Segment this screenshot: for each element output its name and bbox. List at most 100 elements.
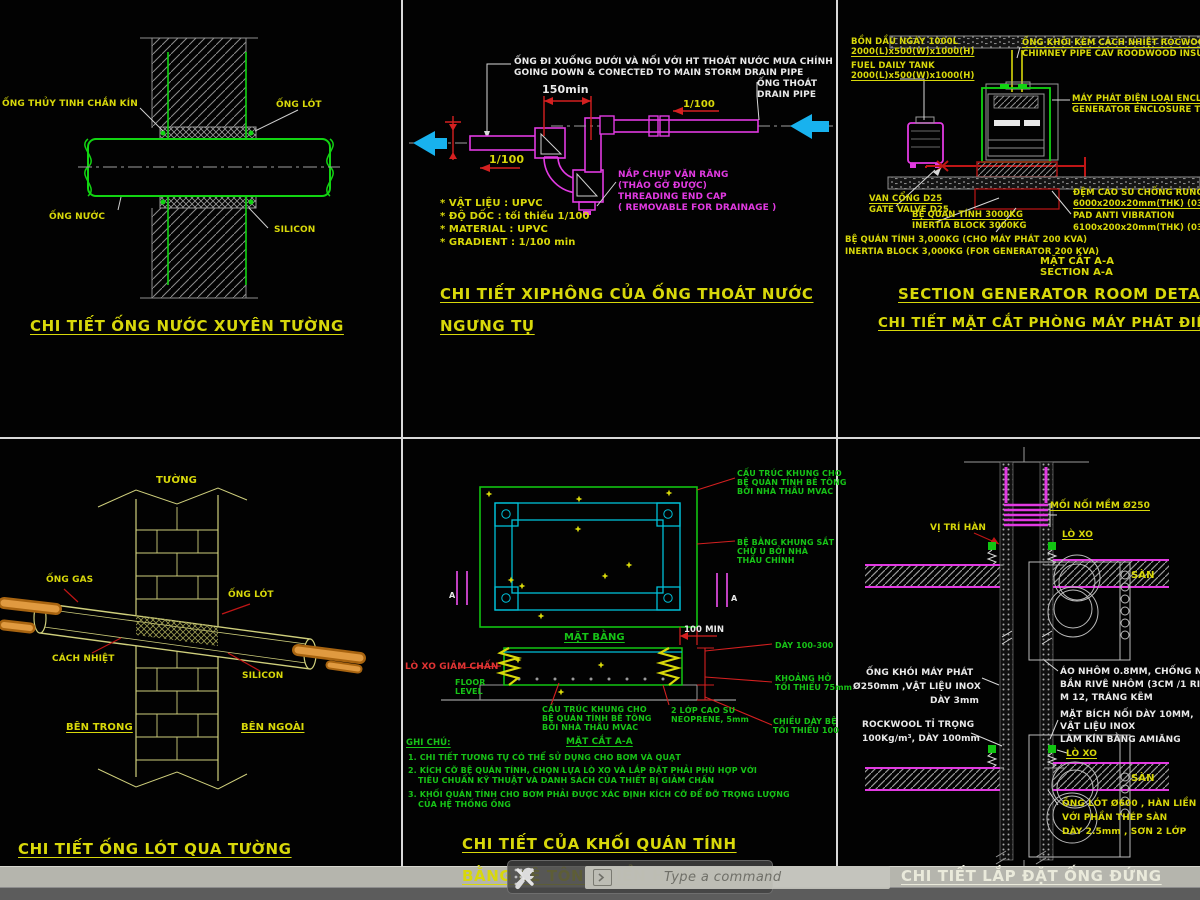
label-base-thick-2: TỐI THIỂU 100 — [773, 726, 839, 735]
note-line-1: 1. CHI TIẾT TƯƠNG TỰ CÓ THỂ SỬ DỤNG CHO … — [408, 753, 681, 762]
label-flange-3: LÀM KÍN BẰNG AMIĂNG — [1060, 735, 1181, 745]
note-line-2a: 2. KÍCH CỠ BỆ QUÁN TÍNH, CHỌN LỰA LÒ XO … — [408, 766, 757, 775]
label-inertia-3: BỆ QUÁN TÍNH 3,000KG (CHO MÁY PHÁT 200 K… — [845, 235, 1088, 245]
title-generator-vn: CHI TIẾT MẶT CẮT PHÒNG MÁY PHÁT ĐIỆN — [878, 315, 1200, 331]
label-alu-3: M 12, TRÁNG KẼM — [1060, 693, 1153, 703]
dim-100min: 100 MIN — [684, 625, 725, 635]
label-tank-1: BỒN DẦU NGÀY 1000L — [851, 37, 959, 47]
siphon-drawing — [409, 63, 833, 215]
title-riser: CHI TIẾT LẮP ĐẶT ỐNG ĐỨNG — [901, 867, 1162, 885]
label-pad-1: ĐỆM CAO SU CHỐNG RUNG — [1073, 188, 1200, 198]
label-alu-1: ÁO NHÔM 0.8MM, CHỐNG N — [1060, 667, 1200, 677]
label-sleeve600-1: ỐNG LÓT Ø600 , HÀN LIỀN — [1062, 799, 1197, 809]
title-inertia-1: CHI TIẾT CỦA KHỐI QUÁN TÍNH — [462, 835, 737, 853]
label-valve-1: VAN CỔNG D25 — [869, 194, 943, 204]
label-wall: TƯỜNG — [156, 475, 197, 486]
label-frame2-2: BỆ QUÁN TÍNH BÊ TÔNG — [542, 714, 652, 723]
sleeve-wall-drawing — [0, 487, 366, 790]
dim-slope-left: 1/100 — [489, 153, 525, 166]
label-drain-vn: ỐNG THOÁT — [757, 79, 818, 89]
command-prompt-icon — [593, 869, 612, 886]
note-line-2b: TIÊU CHUẨN KỸ THUẬT VÀ DANH SÁCH CỦA THI… — [418, 776, 715, 785]
note-slope-vn: * ĐỘ DỐC : tối thiểu 1/100 — [440, 211, 590, 222]
label-water-pipe: ỐNG NƯỚC — [49, 212, 106, 222]
label-sleeve: ỐNG LÓT — [276, 100, 322, 110]
label-gas-pipe: ỐNG GAS — [46, 575, 94, 585]
label-gap-2: TỐI THIỂU 75mm — [775, 683, 853, 692]
label-spring-lower: LÒ XO — [1066, 749, 1097, 759]
label-endcap-3: THREADING END CAP — [618, 192, 727, 202]
pipe-wall-drawing — [78, 37, 340, 299]
label-frame2-1: CẤU TRÚC KHUNG CHO — [542, 705, 647, 714]
label-generator-1: MÁY PHÁT ĐIỆN LOẠI ENCLOS — [1072, 94, 1200, 104]
title-pipe-wall: CHI TIẾT ỐNG NƯỚC XUYÊN TƯỜNG — [30, 317, 344, 335]
label-rubber-2: NEOPRENE, 5mm — [671, 715, 749, 724]
label-rubber-1: 2 LỚP CAO SU — [671, 706, 736, 715]
label-chimney-2: CHIMNEY PIPE CAV ROODWOOD INSULATO — [1022, 49, 1200, 59]
title-sleeve-wall: CHI TIẾT ỐNG LÓT QUA TƯỜNG — [18, 840, 292, 858]
section-mark-a-left: A — [449, 591, 456, 600]
section-mark-a-right: A — [731, 594, 738, 603]
label-frame-2: BỆ QUÁN TÍNH BÊ TÔNG — [737, 478, 847, 487]
label-exhaust-3: DÀY 3mm — [930, 696, 979, 706]
label-pad-2: 6000x200x20mm(THK) (03 TẤM — [1073, 199, 1200, 209]
label-frame-1: CẤU TRÚC KHUNG CHO — [737, 469, 842, 478]
title-generator-en: SECTION GENERATOR ROOM DETAIL — [898, 285, 1200, 303]
label-pad-3: PAD ANTI VIBRATION — [1073, 211, 1175, 221]
label-floor-1: FLOOR — [455, 678, 486, 687]
label-inertia-2: INERTIA BLOCK 3000KG — [912, 221, 1027, 231]
label-steel-2: CHỮ U BỞI NHÀ — [737, 547, 809, 556]
label-inertia-4: INERTIA BLOCK 3,000KG (FOR GENERATOR 200… — [845, 247, 1100, 257]
label-floor-2: LEVEL — [455, 687, 483, 696]
note-material-en: * MATERIAL : UPVC — [440, 224, 548, 235]
label-rockwool-1: ROCKWOOL TỈ TRỌNG — [862, 720, 975, 730]
label-slab-upper: SÀN — [1131, 570, 1155, 581]
label-pad-4: 6100x200x20mm(THK) (03 PIE — [1073, 223, 1200, 233]
label-tank-4: 2000(L)x500(W)x1000(H) — [851, 71, 975, 81]
label-alu-2: BẮN RIVÊ NHÔM (3CM /1 RI — [1060, 680, 1200, 690]
command-input[interactable]: Type a command — [585, 866, 890, 889]
label-downpipe-vn: ỐNG ĐI XUỐNG DƯỚI VÀ NỐI VỚI HT THOÁT NƯ… — [514, 57, 833, 67]
label-flex-joint: MỐI NỐI MỀM Ø250 — [1050, 501, 1150, 511]
title-siphon-1: CHI TIẾT XIPHÔNG CỦA ỐNG THOÁT NƯỚC — [440, 285, 814, 303]
label-section-aa-en: SECTION A-A — [1040, 267, 1113, 278]
label-generator-2: GENERATOR ENCLOSURE TYP — [1072, 105, 1200, 115]
label-downpipe-en: GOING DOWN & CONECTED TO MAIN STORM DRAI… — [514, 68, 804, 78]
label-drain-en: DRAIN PIPE — [757, 90, 817, 100]
label-steel-3: THẦU CHÍNH — [737, 556, 795, 565]
command-placeholder: Type a command — [664, 870, 782, 885]
label-exhaust-1: ỐNG KHÓI MÁY PHÁT — [866, 668, 974, 678]
label-inside: BÊN TRONG — [66, 722, 133, 733]
divider-vertical-2 — [836, 0, 838, 866]
wrench-icon[interactable] — [512, 864, 538, 890]
label-glass-tube: ỐNG THỦY TINH CHẮN KÍN — [2, 99, 138, 109]
label-sleeve-2: ỐNG LÓT — [228, 590, 274, 600]
generator-room-drawing — [887, 35, 1200, 233]
label-section-aa-vn: MẶT CẮT A-A — [1040, 256, 1115, 267]
label-plan-view: MẶT BẰNG — [564, 632, 625, 643]
label-chimney-1: ỐNG KHÓI KÈM CÁCH NHIỆT ROCWOOD D — [1022, 38, 1200, 48]
label-flange-1: MẶT BÍCH NỐI DÀY 10MM, — [1060, 710, 1194, 720]
divider-horizontal — [0, 437, 1200, 439]
label-exhaust-2: Ø250mm ,VẬT LIỆU INOX — [853, 682, 981, 692]
label-endcap-1: NẮP CHỤP VẶN RĂNG — [618, 170, 729, 180]
label-insulation: CÁCH NHIỆT — [52, 654, 115, 664]
divider-vertical-1 — [401, 0, 403, 866]
label-inertia-1: BỆ QUÁN TÍNH 3000KG — [912, 210, 1024, 220]
label-endcap-4: ( REMOVABLE FOR DRAINAGE ) — [618, 203, 777, 213]
label-section-aa: MẶT CẮT A-A — [566, 737, 633, 747]
dim-150min: 150min — [542, 83, 589, 96]
label-outside: BÊN NGOÀI — [241, 722, 305, 733]
title-siphon-2: NGƯNG TỤ — [440, 317, 535, 335]
label-silicon: SILICON — [274, 225, 316, 235]
label-thickness-range: DÀY 100-300 — [775, 641, 834, 650]
label-valve-2: GATE VALVE D25 — [869, 205, 949, 215]
note-line-3b: CỦA HỆ THỐNG ỐNG — [418, 800, 511, 809]
label-base-thick-1: CHIỀU DÀY BỆ — [773, 717, 837, 726]
note-gradient-en: * GRADIENT : 1/100 min — [440, 237, 576, 248]
label-endcap-2: (THÁO GỠ ĐƯỢC) — [618, 181, 707, 191]
label-sleeve600-3: DÀY 2.5mm , SƠN 2 LỚP — [1062, 827, 1187, 837]
label-sleeve600-2: VỚI PHẦN THÉP SÀN — [1062, 813, 1168, 823]
label-tank-2: 2000(L)x500(W)x1000(H) — [851, 47, 975, 57]
